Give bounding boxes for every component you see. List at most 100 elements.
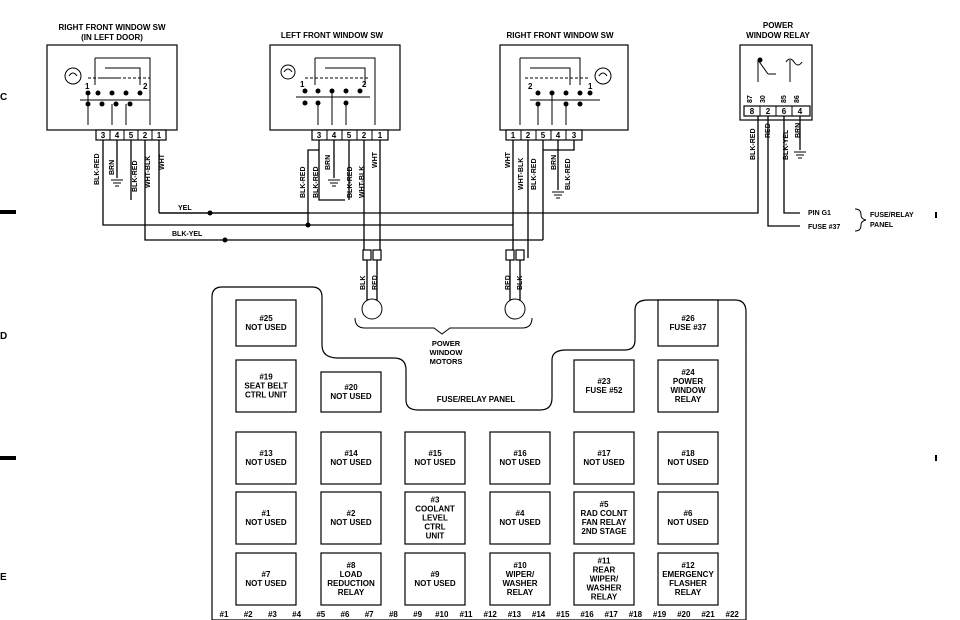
fuse-cell-box bbox=[489, 431, 551, 485]
fuse-cell-label: RAD COLNT bbox=[580, 509, 627, 518]
fuse-cell-label: WIPER/ bbox=[506, 570, 535, 579]
fuse-cell-box bbox=[235, 491, 297, 545]
fuse-cell-box bbox=[573, 359, 635, 413]
switch-title: RIGHT FRONT WINDOW SW bbox=[506, 31, 614, 40]
svg-text:BLK-RED: BLK-RED bbox=[565, 159, 572, 191]
switch-leads bbox=[102, 140, 160, 233]
contact-dots bbox=[535, 90, 593, 107]
fuse-cell-number: #12 bbox=[681, 561, 695, 570]
bus-label: #12 bbox=[484, 610, 498, 619]
brace-icon bbox=[854, 208, 867, 232]
fuse-cell-box bbox=[657, 552, 719, 606]
ground-icon bbox=[111, 179, 123, 187]
fuse-cell-label: NOT USED bbox=[414, 579, 456, 588]
svg-text:2: 2 bbox=[526, 131, 531, 140]
edge-tick bbox=[935, 455, 937, 461]
switch-title: RIGHT FRONT WINDOW SW bbox=[58, 23, 166, 32]
bus-label: #17 bbox=[605, 610, 619, 619]
fuse-cell-box bbox=[573, 491, 635, 545]
bus-label: #14 bbox=[532, 610, 546, 619]
fuse-cell-label: RELAY bbox=[675, 395, 702, 404]
fuse-cell-box bbox=[320, 431, 382, 485]
switch-internal-wires bbox=[530, 93, 600, 125]
fuse-cell-number: #7 bbox=[262, 570, 271, 579]
edge-tick bbox=[935, 212, 937, 218]
relay-leads bbox=[159, 116, 801, 227]
svg-text:WHT: WHT bbox=[159, 153, 166, 170]
fuse-cell-label: NOT USED bbox=[667, 518, 709, 527]
right-front-window-switch-left-door: RIGHT FRONT WINDOW SW (IN LEFT DOOR) 1 2… bbox=[46, 23, 178, 233]
edge-tick bbox=[0, 210, 16, 214]
wire-colors: BLK-RED BRN BLK-RED WHT-BLK WHT bbox=[94, 153, 166, 192]
fuse-cell-label: NOT USED bbox=[245, 458, 287, 467]
svg-text:WHT: WHT bbox=[372, 151, 379, 168]
connector-pins: 3 4 5 2 1 bbox=[95, 129, 167, 141]
fuse-cell-label: NOT USED bbox=[330, 458, 372, 467]
motors-brace-icon bbox=[354, 317, 533, 335]
fuse-cell-box bbox=[573, 431, 635, 485]
left-front-window-switch: LEFT FRONT WINDOW SW 1 2 3 4 5 2 1 BLK-R… bbox=[269, 31, 401, 258]
lamp-icon bbox=[594, 67, 612, 85]
edge-letter-e: E bbox=[0, 572, 7, 583]
svg-text:BRN: BRN bbox=[325, 155, 332, 170]
fuse-cell-label: 2ND STAGE bbox=[581, 527, 627, 536]
svg-text:1: 1 bbox=[157, 131, 162, 140]
fuse-cell-box bbox=[235, 359, 297, 413]
ground-icon bbox=[552, 191, 564, 199]
motors-label-2: WINDOW bbox=[430, 348, 464, 357]
svg-text:BRN: BRN bbox=[109, 160, 116, 175]
fuse-cell-label: SEAT BELT bbox=[244, 382, 287, 391]
fuse-cell-label: NOT USED bbox=[245, 518, 287, 527]
switch-leads bbox=[307, 140, 381, 258]
bus-label: #7 bbox=[365, 610, 374, 619]
fuse-cell-label: NOT USED bbox=[499, 518, 541, 527]
fuse-cell-number: #13 bbox=[259, 449, 273, 458]
bus-label: #9 bbox=[413, 610, 422, 619]
bus-label: #20 bbox=[677, 610, 691, 619]
lamp-filament bbox=[283, 68, 293, 73]
bus-label: #5 bbox=[316, 610, 325, 619]
fuse-cell-number: #3 bbox=[431, 496, 440, 505]
fuse-cell-box bbox=[657, 431, 719, 485]
fuse-37-label: FUSE #37 bbox=[808, 224, 840, 231]
fuse-relay-panel-ref: FUSE/RELAY bbox=[870, 212, 914, 219]
relay-contact-dot bbox=[757, 57, 763, 63]
fuse-cell-label: CTRL bbox=[424, 523, 445, 532]
bus-label: #6 bbox=[341, 610, 350, 619]
fuse-cell-label: FAN RELAY bbox=[582, 518, 627, 527]
svg-text:4: 4 bbox=[115, 131, 120, 140]
fuse-cell-label: LEVEL bbox=[422, 514, 448, 523]
fuse-cell-label: RELAY bbox=[338, 588, 365, 597]
svg-text:BRN: BRN bbox=[551, 155, 558, 170]
svg-text:RED: RED bbox=[505, 275, 512, 290]
fuse-cell-number: #8 bbox=[347, 561, 356, 570]
switch-number: 2 bbox=[528, 82, 533, 91]
svg-text:2: 2 bbox=[362, 131, 367, 140]
fuse-cell-box bbox=[489, 552, 551, 606]
svg-text:3: 3 bbox=[101, 131, 106, 140]
bus-label: #4 bbox=[292, 610, 301, 619]
motors-label-3: MOTORS bbox=[430, 357, 463, 366]
fuse-cell-label: COOLANT bbox=[415, 505, 455, 514]
connector-pins: 1 2 5 4 3 bbox=[505, 129, 583, 141]
ground-icon bbox=[794, 151, 806, 159]
fuse-cell-number: #10 bbox=[513, 561, 527, 570]
svg-text:1: 1 bbox=[378, 131, 383, 140]
fuse-cell-number: #11 bbox=[598, 557, 611, 566]
motor-left-icon bbox=[361, 298, 383, 320]
fuse-cell-label: FLASHER bbox=[669, 579, 707, 588]
panel-bus-labels: #1#2#3#4#5#6#7#8#9#10#11#12#13#14#15#16#… bbox=[220, 610, 740, 619]
relay-pin-labels: 87 30 85 86 bbox=[747, 95, 801, 103]
fuse-cell-number: #19 bbox=[259, 373, 273, 382]
svg-text:BLK: BLK bbox=[517, 276, 524, 290]
